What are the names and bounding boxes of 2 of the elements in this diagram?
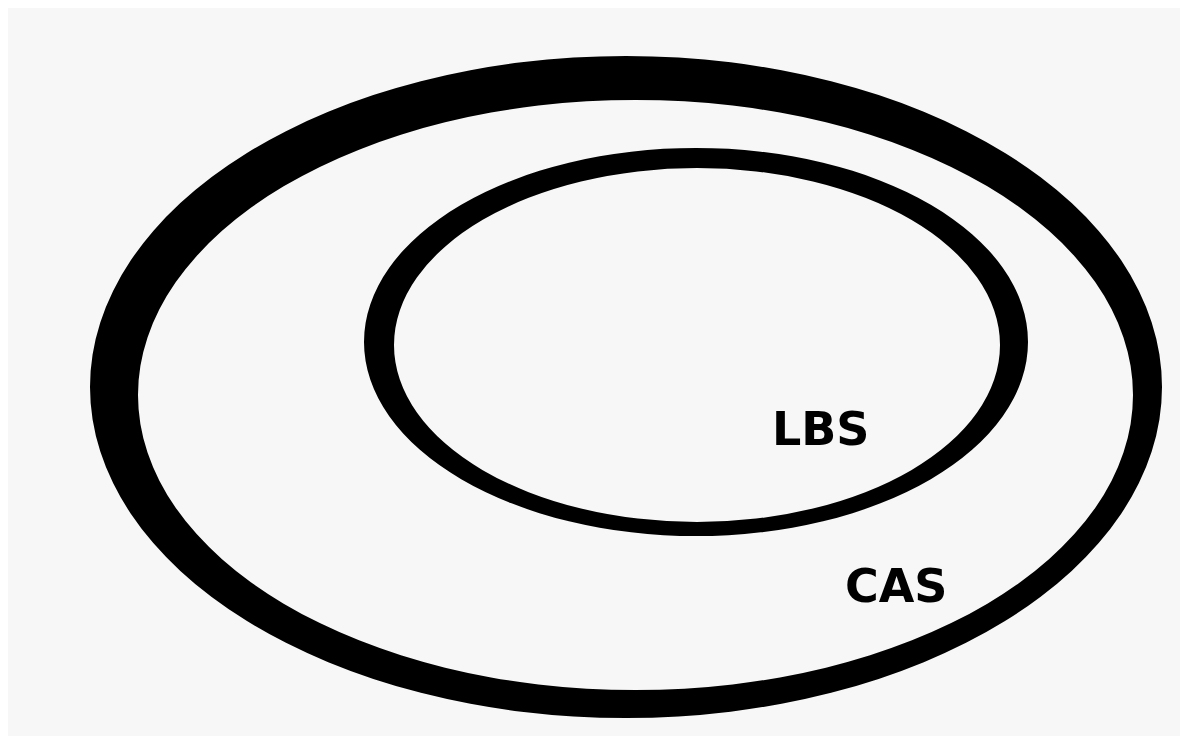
set-label: CAS <box>845 563 948 609</box>
set-label: LBS <box>772 406 870 452</box>
